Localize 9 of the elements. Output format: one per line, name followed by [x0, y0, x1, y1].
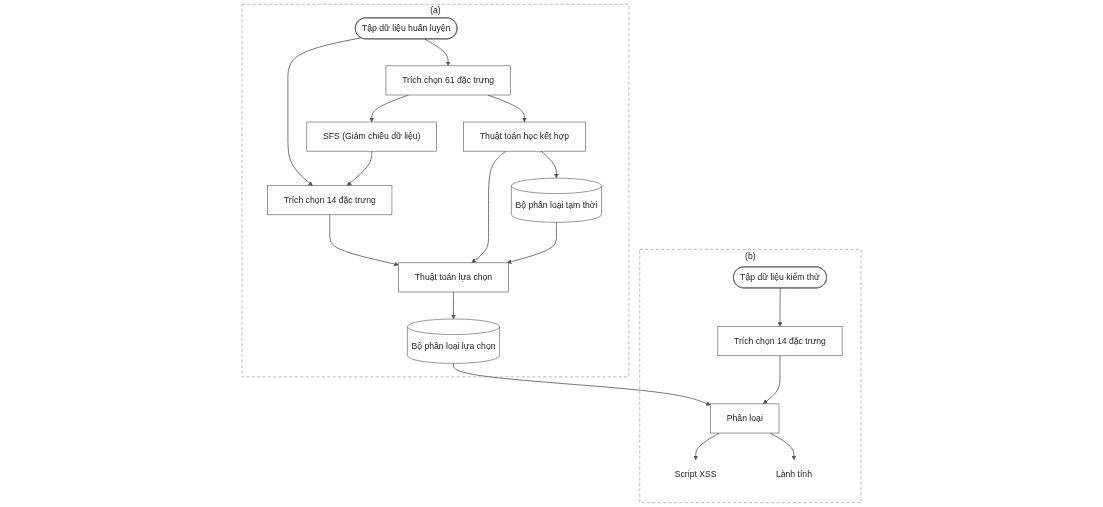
node-box: SFS (Giảm chiều dữ liệu)	[306, 121, 437, 152]
node-box: Phân loại	[710, 403, 780, 434]
node-box: Trích chọn 14 đặc trưng	[717, 326, 843, 357]
node-box: Trích chọn 61 đặc trưng	[385, 65, 511, 96]
node-text: Script XSS	[674, 469, 717, 479]
node-box: Thuật toán lựa chọn	[398, 262, 509, 293]
node-box: Trích chọn 14 đặc trưng	[267, 185, 393, 216]
node-text: Lành tính	[775, 469, 812, 479]
node-box: Thuật toán học kết hợp	[463, 121, 586, 152]
